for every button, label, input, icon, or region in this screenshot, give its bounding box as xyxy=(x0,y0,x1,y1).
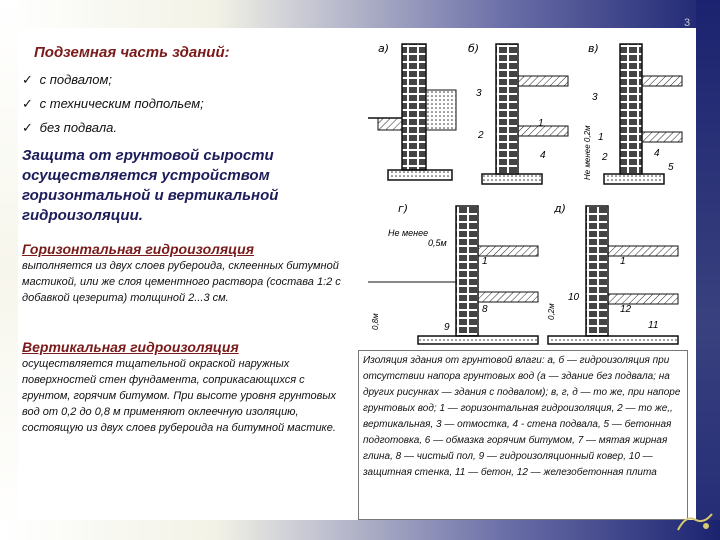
svg-text:4: 4 xyxy=(540,150,546,161)
bullet-list: ✓ с подвалом; ✓ с техническим подпольем;… xyxy=(22,68,204,140)
section-a: а) xyxy=(368,42,457,181)
label-a: а) xyxy=(378,42,389,55)
label-g: г) xyxy=(398,202,408,215)
svg-text:1: 1 xyxy=(598,132,604,143)
bottom-decor-band xyxy=(0,520,720,540)
checkmark-icon: ✓ xyxy=(22,120,33,135)
svg-text:0,5м: 0,5м xyxy=(428,238,447,248)
vertical-section: Вертикальная гидроизоляция осуществляетс… xyxy=(22,338,352,436)
vertical-text: осуществляется тщательной окраской наруж… xyxy=(22,358,337,434)
publisher-logo-icon xyxy=(677,513,713,531)
svg-text:4: 4 xyxy=(654,148,660,159)
svg-text:2: 2 xyxy=(477,130,484,141)
svg-text:11: 11 xyxy=(648,320,658,331)
vertical-title: Вертикальная гидроизоляция xyxy=(22,339,239,355)
figure-caption: Изоляция здания от грунтовой влаги: а, б… xyxy=(358,350,688,520)
svg-text:3: 3 xyxy=(476,88,482,99)
drawing-svg: а) б) 3 1 2 4 в) 3 1 2 xyxy=(368,42,683,345)
svg-text:Не менее: Не менее xyxy=(388,228,428,238)
svg-text:5: 5 xyxy=(668,162,674,173)
svg-text:3: 3 xyxy=(592,92,598,103)
checkmark-icon: ✓ xyxy=(22,96,33,111)
label-b: б) xyxy=(468,42,479,55)
slide-number: 3 xyxy=(684,17,691,29)
horizontal-text: выполняется из двух слоев рубероида, скл… xyxy=(22,260,341,304)
svg-text:0,2м: 0,2м xyxy=(547,303,556,320)
checkmark-icon: ✓ xyxy=(22,72,33,87)
section-v: в) 3 1 2 4 5 Не менее 0,2м xyxy=(583,42,683,185)
page-title: Подземная часть зданий: xyxy=(34,44,230,61)
horizontal-section: Горизонтальная гидроизоляция выполняется… xyxy=(22,240,352,306)
label-d: д) xyxy=(553,202,566,215)
svg-text:1: 1 xyxy=(538,118,544,129)
list-item: ✓ с техническим подпольем; xyxy=(22,92,204,116)
horizontal-title: Горизонтальная гидроизоляция xyxy=(22,241,254,257)
svg-text:10: 10 xyxy=(568,292,580,303)
svg-text:1: 1 xyxy=(620,256,626,267)
label-v: в) xyxy=(588,42,599,55)
protection-text: Защита от грунтовой сырости осуществляет… xyxy=(22,147,279,224)
svg-text:2: 2 xyxy=(601,152,608,163)
svg-text:8: 8 xyxy=(482,304,488,315)
list-item: ✓ без подвала. xyxy=(22,116,204,140)
list-item: ✓ с подвалом; xyxy=(22,68,204,92)
left-decor-band xyxy=(0,0,18,540)
right-decor-band xyxy=(696,0,720,540)
section-b: б) 3 1 2 4 xyxy=(468,42,569,185)
svg-text:12: 12 xyxy=(620,304,632,315)
waterproofing-drawing: а) б) 3 1 2 4 в) 3 1 2 xyxy=(358,30,692,350)
section-d: д) 1 12 10 11 0,2м xyxy=(547,202,679,345)
svg-text:9: 9 xyxy=(444,322,450,333)
top-decor-band xyxy=(0,0,720,28)
svg-text:0,8м: 0,8м xyxy=(371,313,380,330)
section-g: г) Не менее 0,5м 1 8 9 0,8м xyxy=(368,202,539,345)
svg-text:Не менее 0,2м: Не менее 0,2м xyxy=(583,125,592,180)
svg-text:1: 1 xyxy=(482,256,488,267)
